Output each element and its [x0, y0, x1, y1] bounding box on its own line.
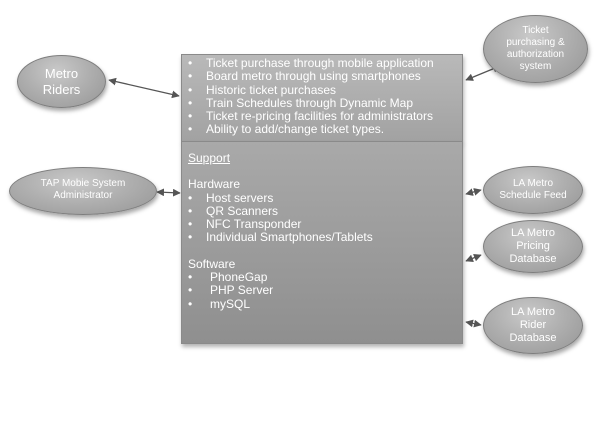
software-item: mySQL: [188, 297, 462, 311]
features-panel: Ticket purchase through mobile applicati…: [181, 54, 463, 142]
feature-list: Ticket purchase through mobile applicati…: [188, 56, 462, 137]
feature-item: Ability to add/change ticket types.: [188, 123, 462, 137]
feature-item: Board metro through using smartphones: [188, 69, 462, 83]
arrow-rider-db: [465, 319, 482, 328]
feature-item: Historic ticket purchases: [188, 83, 462, 97]
actor-metro-riders: Metro Riders: [17, 55, 106, 108]
arrow-pricing-db: [465, 253, 482, 263]
software-heading: Software: [188, 256, 236, 271]
actor-schedule-feed: LA Metro Schedule Feed: [483, 166, 583, 214]
support-panel: Support Hardware Host servers QR Scanner…: [181, 141, 463, 344]
actor-tap-admin: TAP Mobie System Administrator: [9, 167, 157, 215]
hardware-item: Host servers: [188, 191, 462, 205]
arrow-schedule-feed: [465, 188, 482, 196]
arrow-metro-riders: [108, 77, 180, 99]
hardware-item: QR Scanners: [188, 204, 462, 218]
hardware-heading: Hardware: [188, 177, 241, 192]
software-item: PHP Server: [188, 284, 462, 298]
hardware-list: Host servers QR Scanners NFC Transponder…: [188, 191, 462, 245]
feature-item: Train Schedules through Dynamic Map: [188, 96, 462, 110]
arrow-tap-admin: [156, 188, 181, 197]
software-list: PhoneGap PHP Server mySQL: [188, 270, 462, 311]
actor-rider-db: LA Metro Rider Database: [483, 297, 583, 354]
actor-ticket-auth: Ticket purchasing & authorization system: [483, 15, 588, 83]
feature-item: Ticket re-pricing facilities for adminis…: [188, 109, 462, 123]
actor-pricing-db: LA Metro Pricing Database: [483, 220, 583, 273]
hardware-item: Individual Smartphones/Tablets: [188, 231, 462, 245]
hardware-item: NFC Transponder: [188, 217, 462, 231]
support-title: Support: [188, 151, 231, 165]
software-item: PhoneGap: [188, 270, 462, 284]
feature-item: Ticket purchase through mobile applicati…: [188, 56, 462, 70]
